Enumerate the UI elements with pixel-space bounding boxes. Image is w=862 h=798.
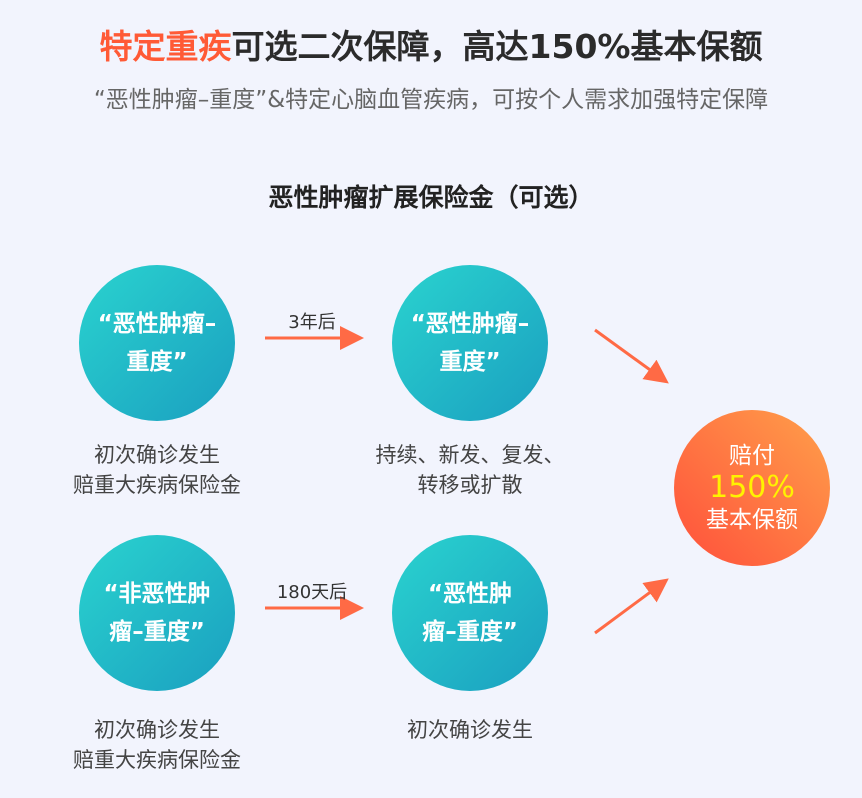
caption-first-diagnosis: 初次确诊发生赔重大疾病保险金 xyxy=(73,718,241,772)
circle-nonmalignant-severe: “非恶性肿瘤–重度” xyxy=(79,535,235,691)
arrow-diagonal-icon xyxy=(594,578,669,635)
page-title: 特定重疾可选二次保障，高达150%基本保额 xyxy=(99,27,763,66)
section-title: 恶性肿瘤扩展保险金（可选） xyxy=(268,183,594,212)
arrow-label: 180天后 xyxy=(276,582,348,603)
arrow-label: 3年后 xyxy=(288,312,336,333)
arrow-diagonal-icon xyxy=(594,328,669,384)
circle-malignant-severe-first: “恶性肿瘤–重度” xyxy=(79,265,235,421)
caption-recurrence: 持续、新发、复发、转移或扩散 xyxy=(375,443,565,497)
caption-first-diagnosis: 初次确诊发生赔重大疾病保险金 xyxy=(73,443,241,497)
caption-first-diagnosis: 初次确诊发生 xyxy=(407,718,533,742)
circle-malignant-severe-second: “恶性肿瘤–重度” xyxy=(392,265,548,421)
circle-malignant-severe-after: “恶性肿瘤–重度” xyxy=(392,535,548,691)
page-subtitle: “恶性肿瘤–重度”&特定心脑血管疾病，可按个人需求加强特定保障 xyxy=(93,87,769,113)
